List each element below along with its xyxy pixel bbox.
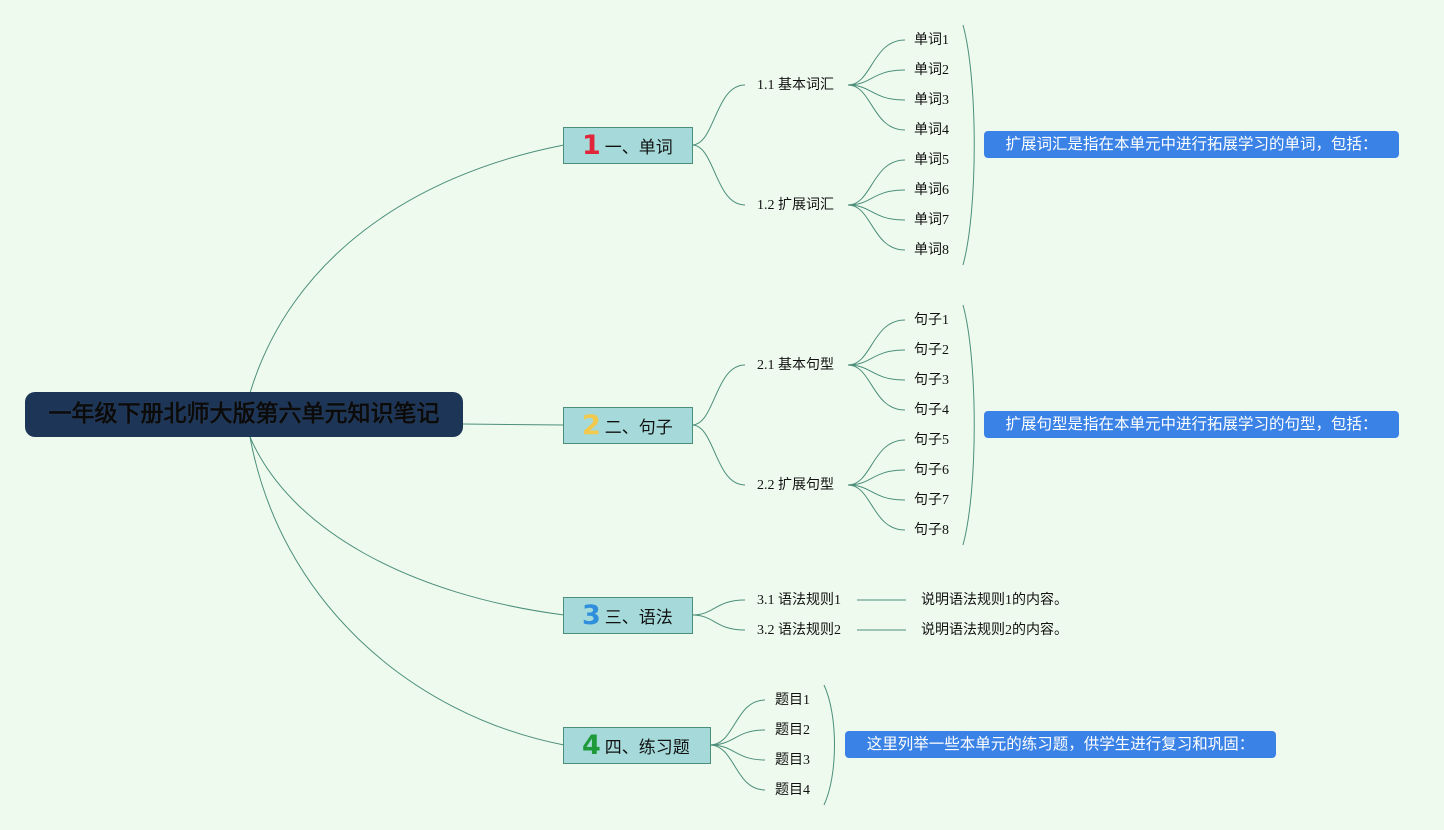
sub-topic-3-2[interactable]: 3.2 语法规则2: [757, 623, 841, 638]
leaf-item[interactable]: 句子4: [914, 403, 949, 418]
link-b3-s1: [691, 599, 746, 616]
link-s22-l6: [847, 469, 906, 486]
link-s12-l7: [847, 204, 906, 221]
sub-topic-1-2[interactable]: 1.2 扩展词汇: [757, 198, 834, 213]
summary-note-2[interactable]: 扩展句型是指在本单元中进行拓展学习的句型，包括：: [984, 411, 1399, 438]
leaf-item[interactable]: 单词4: [914, 123, 949, 138]
link-s21-l4: [847, 364, 906, 411]
exercise-item[interactable]: 题目4: [775, 783, 810, 798]
branch-2[interactable]: 2 二、句子: [563, 407, 693, 444]
branch-3[interactable]: 3 三、语法: [563, 597, 693, 634]
leaf-item[interactable]: 单词8: [914, 243, 949, 258]
link-s21-l3: [847, 364, 906, 381]
leaf-item[interactable]: 单词1: [914, 33, 949, 48]
exercise-item[interactable]: 题目2: [775, 723, 810, 738]
bracket-2: [962, 304, 975, 546]
link-b4-i2: [709, 729, 766, 746]
link-b4-i1: [709, 699, 766, 746]
link-s12-l6: [847, 189, 906, 206]
link-b2-s2: [691, 424, 746, 486]
grammar-description-1[interactable]: 说明语法规则1的内容。: [921, 593, 1068, 608]
exercise-item[interactable]: 题目1: [775, 693, 810, 708]
link-root-b2: [461, 423, 565, 426]
link-s12-l8: [847, 204, 906, 251]
leaf-item[interactable]: 句子7: [914, 493, 949, 508]
link-b3-s2: [691, 614, 746, 631]
summary-note-4[interactable]: 这里列举一些本单元的练习题，供学生进行复习和巩固：: [845, 731, 1276, 758]
link-s11-l4: [847, 84, 906, 131]
sub-topic-3-1[interactable]: 3.1 语法规则1: [757, 593, 841, 608]
leaf-item[interactable]: 句子2: [914, 343, 949, 358]
sub-topic-2-2[interactable]: 2.2 扩展句型: [757, 478, 834, 493]
leaf-item[interactable]: 单词6: [914, 183, 949, 198]
branch-1[interactable]: 1 一、单词: [563, 127, 693, 164]
link-s21-l2: [847, 349, 906, 366]
branch-number-3: 3: [582, 599, 601, 631]
grammar-description-2[interactable]: 说明语法规则2的内容。: [921, 623, 1068, 638]
link-b1-s1: [691, 84, 746, 146]
link-b4-i3: [709, 744, 766, 761]
leaf-item[interactable]: 句子3: [914, 373, 949, 388]
branch-label-2: 二、句子: [604, 418, 673, 438]
root-topic[interactable]: 一年级下册北师大版第六单元知识笔记: [25, 392, 463, 437]
leaf-item[interactable]: 句子8: [914, 523, 949, 538]
leaf-item[interactable]: 单词7: [914, 213, 949, 228]
branch-label-1: 一、单词: [604, 138, 673, 158]
leaf-item[interactable]: 句子5: [914, 433, 949, 448]
branch-4[interactable]: 4 四、练习题: [563, 727, 711, 764]
leaf-item[interactable]: 单词3: [914, 93, 949, 108]
bracket-4: [823, 684, 835, 806]
branch-number-2: 2: [582, 409, 601, 441]
link-s12-l5: [847, 159, 906, 206]
sub-topic-1-1[interactable]: 1.1 基本词汇: [757, 78, 834, 93]
link-b1-s2: [691, 144, 746, 206]
link-s22-l5: [847, 439, 906, 486]
branch-label-3: 三、语法: [604, 608, 673, 628]
summary-note-1[interactable]: 扩展词汇是指在本单元中进行拓展学习的单词，包括：: [984, 131, 1399, 158]
leaf-item[interactable]: 句子6: [914, 463, 949, 478]
leaf-item[interactable]: 句子1: [914, 313, 949, 328]
leaf-item[interactable]: 单词2: [914, 63, 949, 78]
bracket-1: [962, 24, 975, 266]
link-b2-s1: [691, 364, 746, 426]
branch-number-4: 4: [582, 729, 601, 761]
link-s22-l7: [847, 484, 906, 501]
link-s11-l3: [847, 84, 906, 101]
leaf-item[interactable]: 单词5: [914, 153, 949, 168]
sub-topic-2-1[interactable]: 2.1 基本句型: [757, 358, 834, 373]
link-root-b3: [249, 436, 565, 616]
branch-number-1: 1: [582, 129, 601, 161]
link-s21-l1: [847, 319, 906, 366]
link-root-b4: [249, 436, 565, 746]
link-s22-l8: [847, 484, 906, 531]
link-s11-l1: [847, 39, 906, 86]
branch-label-4: 四、练习题: [604, 738, 690, 758]
link-b4-i4: [709, 744, 766, 791]
exercise-item[interactable]: 题目3: [775, 753, 810, 768]
link-s11-l2: [847, 69, 906, 86]
link-root-b1: [249, 144, 565, 394]
